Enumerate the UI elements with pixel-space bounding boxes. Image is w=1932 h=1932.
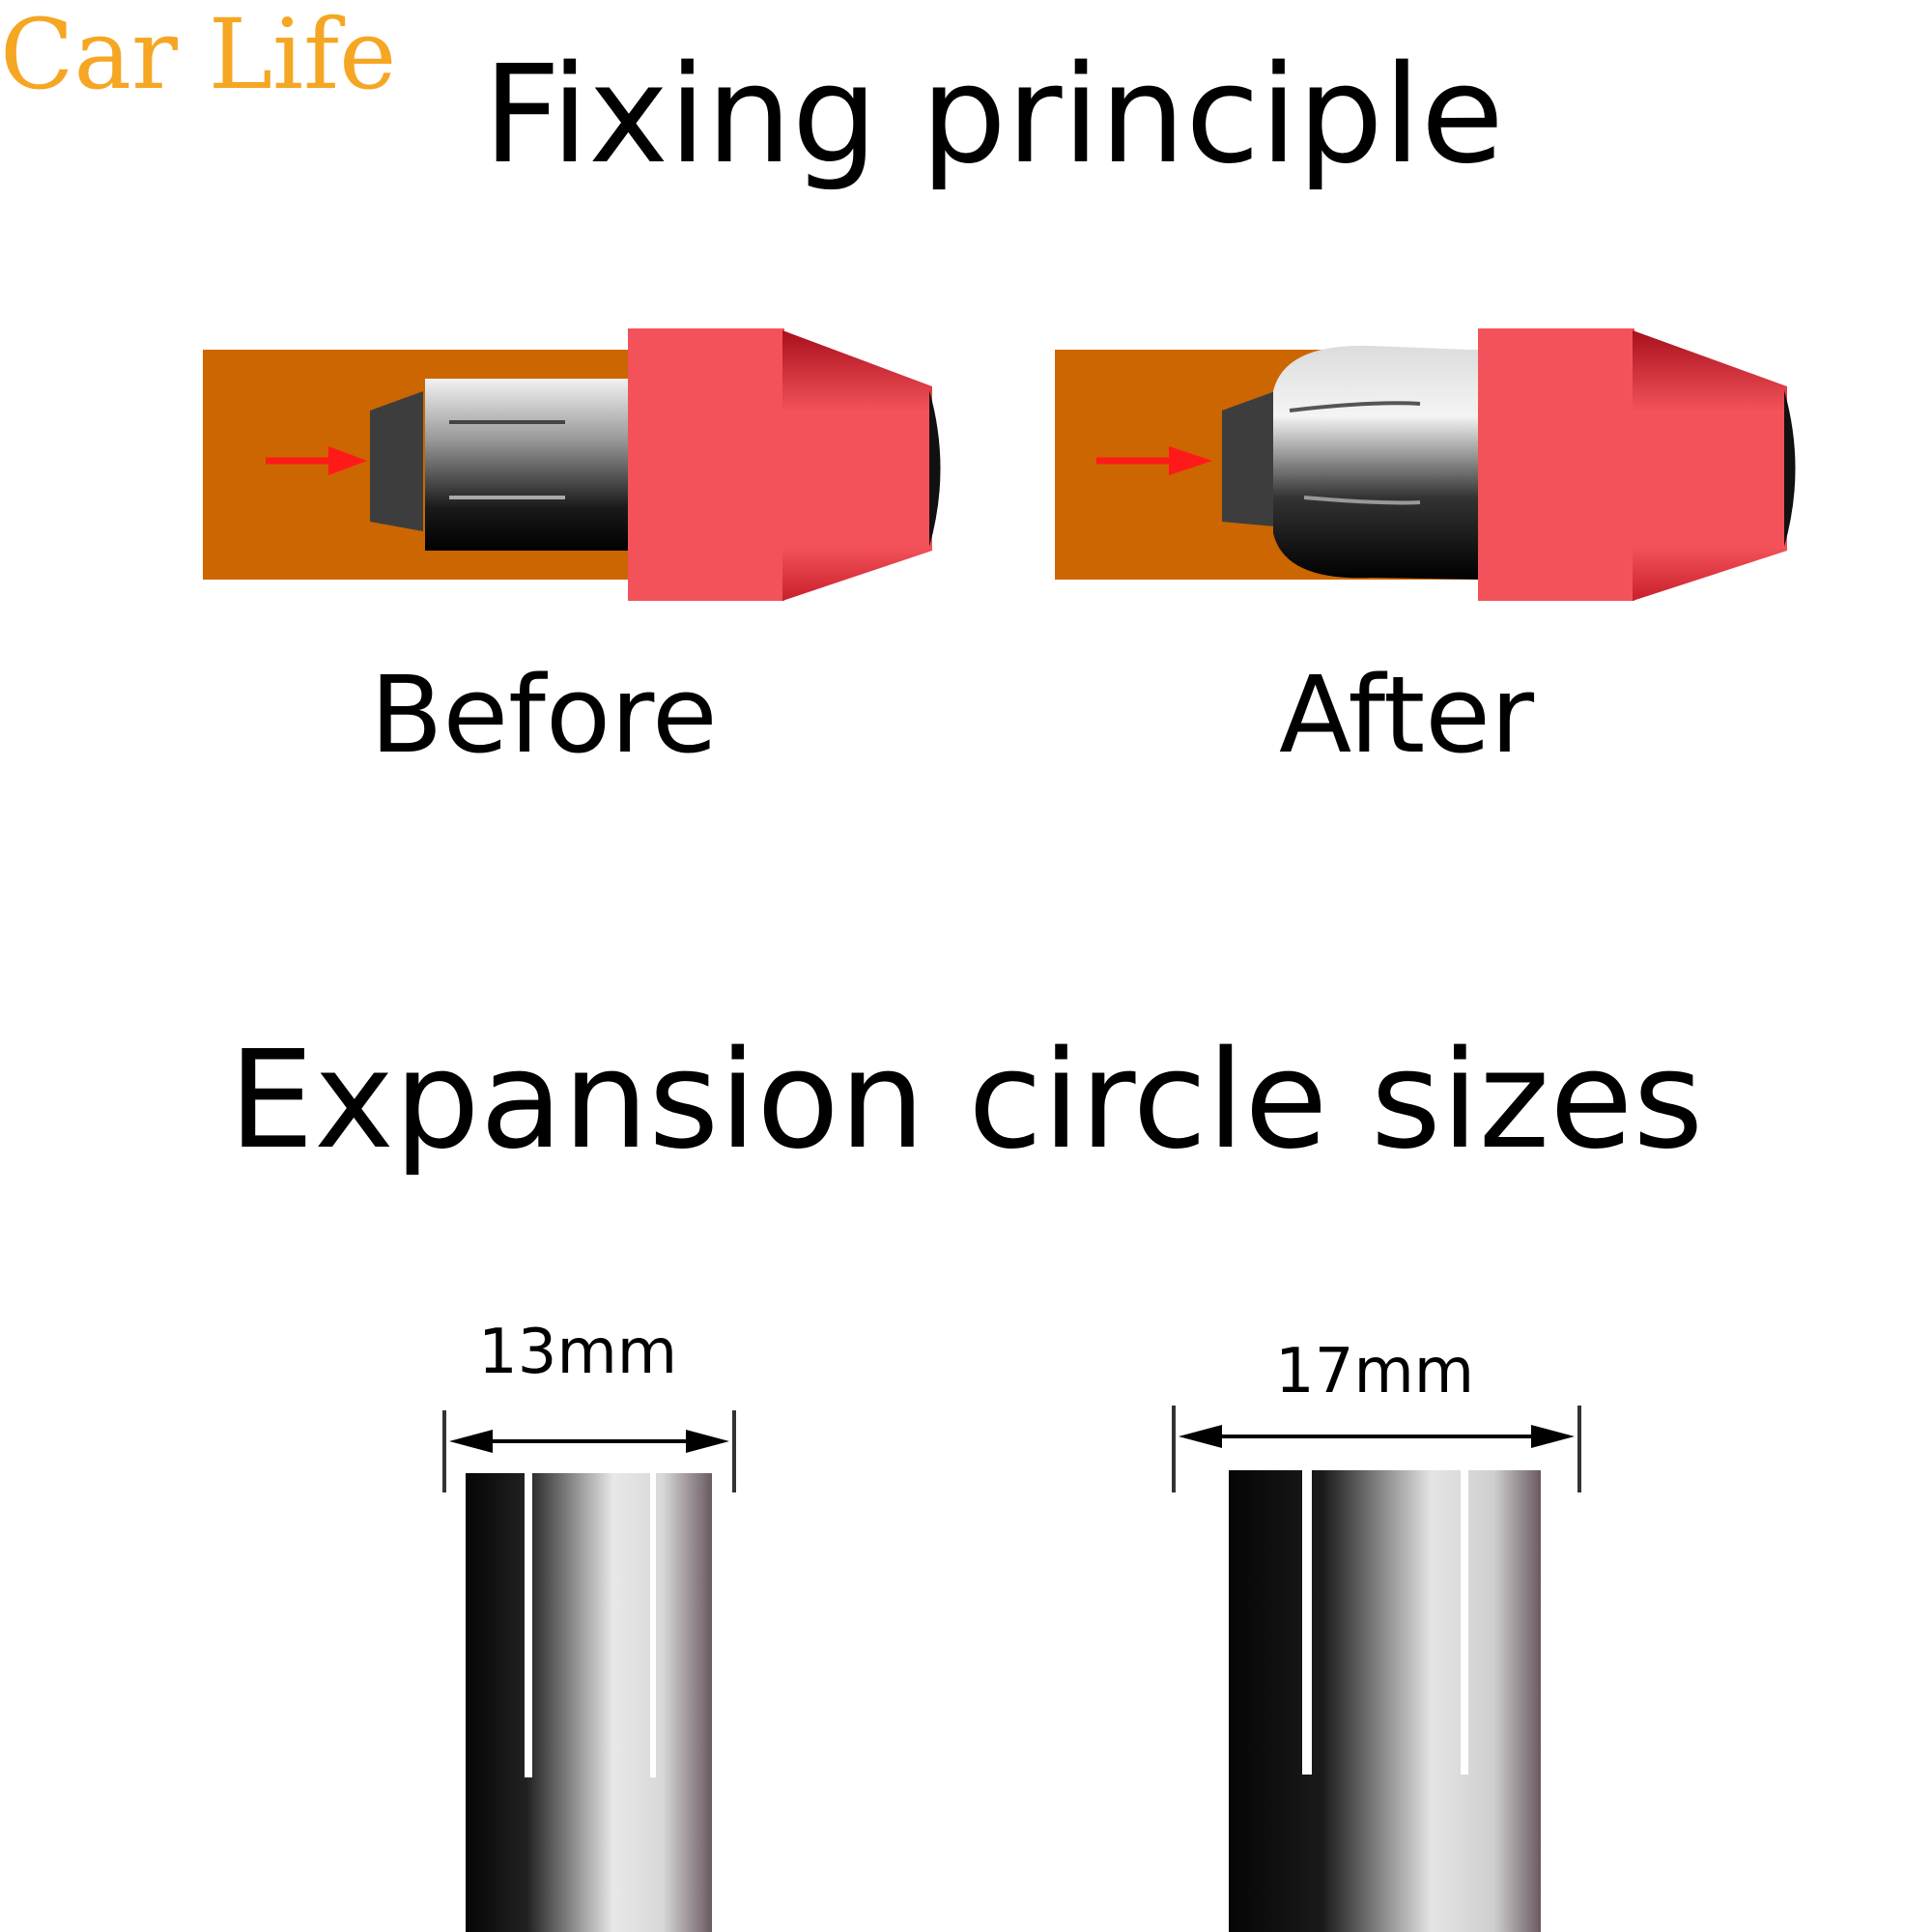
sleeve-before — [425, 379, 638, 551]
sleeve-13mm — [442, 1410, 736, 1932]
plug-tip-after — [1784, 390, 1796, 547]
size-label-13mm: 13mm — [478, 1317, 678, 1388]
push-arrow-after — [1096, 446, 1212, 475]
after-diagram — [1055, 328, 1796, 601]
wedge-before — [370, 391, 423, 531]
fixing-principle-title: Fixing principle — [483, 37, 1504, 194]
push-arrow-before — [266, 446, 367, 475]
plug-base-after — [1478, 328, 1634, 601]
wedge-after — [1222, 391, 1275, 526]
before-diagram — [203, 328, 941, 601]
plug-cone-after — [1633, 330, 1787, 601]
size-label-17mm: 17mm — [1275, 1336, 1475, 1407]
plug-base-before — [628, 328, 784, 601]
expanded-sleeve-after — [1273, 345, 1488, 580]
plug-tip-before — [929, 390, 941, 547]
plug-cone-before — [782, 330, 932, 601]
sleeve-17mm — [1172, 1406, 1581, 1932]
expansion-sizes-title: Expansion circle sizes — [228, 1022, 1704, 1179]
after-label: After — [1279, 653, 1535, 777]
brand-watermark: Car Life — [0, 0, 397, 111]
before-label: Before — [370, 653, 718, 777]
